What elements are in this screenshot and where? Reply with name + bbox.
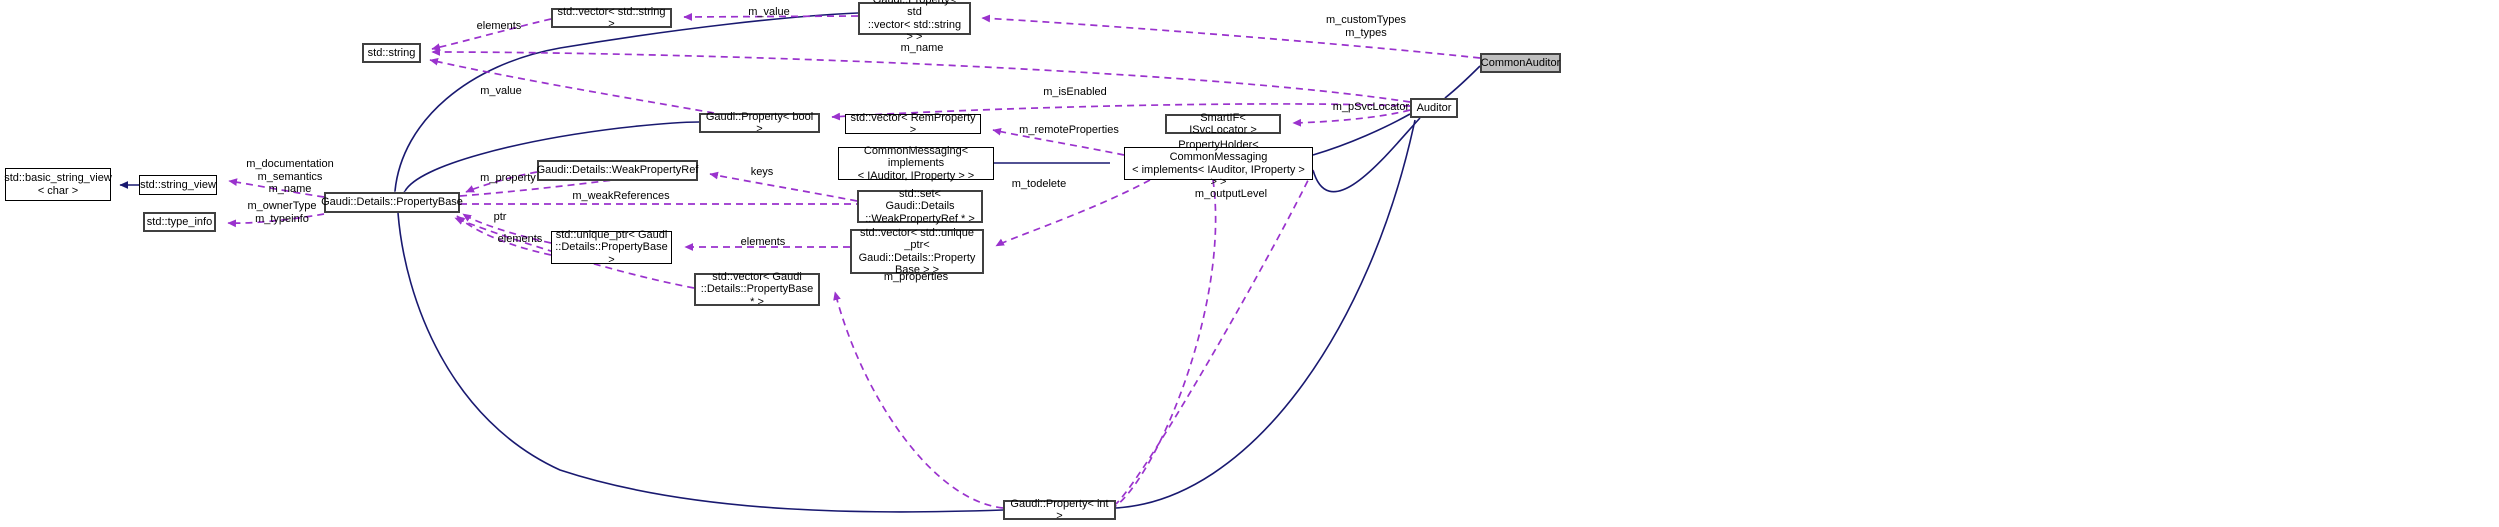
class-node-string_view[interactable]: std::string_view [139, 175, 217, 195]
class-node-vector_string[interactable]: std::vector< std::string > [551, 5, 672, 30]
class-node-label: CommonMessaging< implements < IAuditor, … [857, 145, 975, 182]
class-node-label: CommonAuditor [1480, 56, 1561, 69]
class-node-label: Auditor [1416, 101, 1452, 114]
class-node-label: std::vector< RemProperty > [850, 111, 976, 136]
class-node-property_holder[interactable]: PropertyHolder< CommonMessaging < implem… [1124, 139, 1313, 188]
edge-label-m_value-2: m_value [480, 85, 522, 97]
class-node-common_auditor[interactable]: CommonAuditor [1480, 53, 1561, 73]
class-node-vector_pb_ptr[interactable]: std::vector< Gaudi ::Details::PropertyBa… [694, 271, 820, 308]
inheritance-edges [119, 12, 1481, 513]
class-node-property_int[interactable]: Gaudi::Property< int > [1003, 497, 1116, 522]
class-node-set_weak_ref[interactable]: std::set< Gaudi::Details ::WeakPropertyR… [857, 188, 983, 225]
class-node-property_vec_string[interactable]: Gaudi::Property< std ::vector< std::stri… [858, 0, 971, 43]
edge-label-elements-3: elements [740, 236, 786, 248]
edge-label-m_outputLevel: m_outputLevel [1194, 188, 1268, 200]
edge-label-keys: keys [750, 166, 774, 178]
class-node-label: std::type_info [146, 215, 213, 228]
edge-label-m_todelete: m_todelete [1011, 178, 1067, 190]
class-node-property_base[interactable]: Gaudi::Details::PropertyBase [321, 192, 463, 213]
usage-edges [227, 13, 1481, 509]
class-node-label: Gaudi::Property< std ::vector< std::stri… [867, 0, 962, 43]
class-node-basic_string_view[interactable]: std::basic_string_view < char > [4, 168, 112, 201]
class-node-unique_ptr_pb[interactable]: std::unique_ptr< Gaudi ::Details::Proper… [551, 229, 672, 266]
class-node-label: std::unique_ptr< Gaudi ::Details::Proper… [555, 229, 668, 266]
class-node-label: Gaudi::Property< bool > [705, 110, 814, 135]
edge-label-ptr: ptr [493, 211, 507, 223]
edge-label-m_remoteProperties: m_remoteProperties [1019, 124, 1119, 136]
edge-label-m_pSvcLocator: m_pSvcLocator [1332, 101, 1410, 113]
class-node-label: Gaudi::Property< int > [1010, 497, 1109, 522]
class-node-smartif_isvclocator[interactable]: SmartIF< ISvcLocator > [1165, 111, 1281, 136]
class-node-weak_property_ref[interactable]: Gaudi::Details::WeakPropertyRef [537, 160, 698, 181]
class-node-std_string[interactable]: std::string [362, 43, 421, 63]
edge-label-m_customTypes-m_types: m_customTypes m_types [1325, 14, 1407, 39]
edge-label-m_isEnabled: m_isEnabled [1043, 86, 1107, 98]
edge-label-m_value-1: m_value [748, 6, 790, 18]
class-node-label: std::vector< std::unique _ptr< Gaudi::De… [858, 226, 976, 276]
class-node-label: std::vector< Gaudi ::Details::PropertyBa… [700, 271, 814, 308]
class-node-label: SmartIF< ISvcLocator > [1189, 111, 1257, 136]
edge-label-m_weakReferences: m_weakReferences [572, 190, 670, 202]
edge-label-elements-1: elements [476, 20, 522, 32]
edge-label-m_documentation-block: m_documentation m_semantics m_name [246, 158, 334, 196]
class-node-label: PropertyHolder< CommonMessaging < implem… [1132, 138, 1305, 188]
class-node-auditor[interactable]: Auditor [1410, 98, 1458, 118]
class-node-label: std::set< Gaudi::Details ::WeakPropertyR… [865, 188, 975, 225]
class-node-label: Gaudi::Details::WeakPropertyRef [536, 164, 699, 177]
edge-label-m_ownerType-m_typeinfo: m_ownerType m_typeinfo [247, 200, 317, 225]
edge-label-m_property: m_property [480, 172, 536, 184]
class-node-vector_remproperty[interactable]: std::vector< RemProperty > [845, 111, 981, 136]
edge-label-elements-2: elements [497, 233, 543, 245]
class-node-label: std::vector< std::string > [557, 5, 666, 30]
class-node-label: Gaudi::Details::PropertyBase [321, 196, 463, 209]
class-node-label: std::string [367, 46, 416, 59]
class-node-common_messaging[interactable]: CommonMessaging< implements < IAuditor, … [838, 145, 994, 182]
class-node-property_bool[interactable]: Gaudi::Property< bool > [699, 110, 820, 135]
class-node-label: std::string_view [140, 178, 216, 191]
edge-label-m_name-1: m_name [900, 42, 944, 54]
class-node-label: std::basic_string_view < char > [4, 172, 112, 197]
edge-label-m_properties: m_properties [883, 271, 949, 283]
class-node-vector_unique_ptr_pb[interactable]: std::vector< std::unique _ptr< Gaudi::De… [850, 226, 984, 276]
class-node-type_info[interactable]: std::type_info [143, 212, 216, 232]
